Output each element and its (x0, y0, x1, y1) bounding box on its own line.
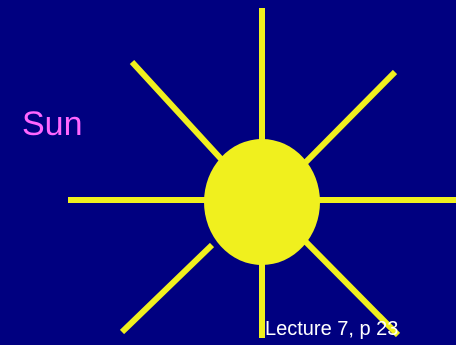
sun-icon (204, 139, 320, 265)
sun-ray-bottom-left (122, 245, 212, 332)
lecture-page-label: Lecture 7, p 23 (265, 317, 398, 341)
sun-ray-top-left (132, 62, 222, 160)
sun-ray-top-right (300, 72, 395, 168)
sun-label: Sun (22, 104, 83, 144)
